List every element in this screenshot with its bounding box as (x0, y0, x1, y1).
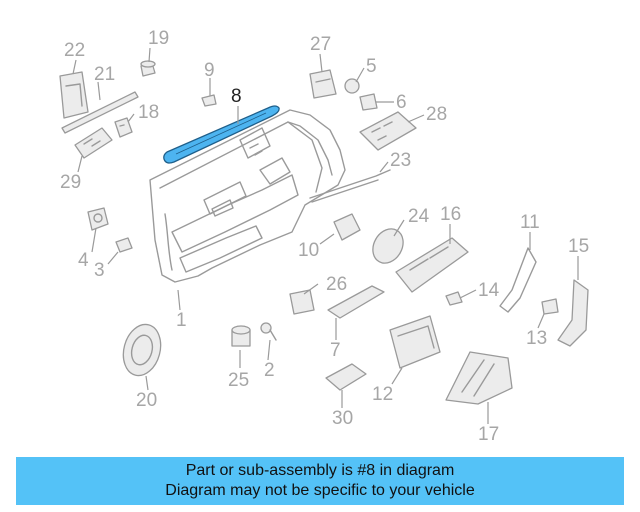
armrest-panel-part-16 (395, 237, 469, 293)
callout-12: 12 (372, 384, 393, 405)
callout-30: 30 (332, 408, 353, 429)
fastener-part-4 (87, 207, 109, 231)
callout-11: 11 (520, 212, 540, 233)
handle-cup-part-30 (325, 363, 367, 391)
banner-line-1: Part or sub-assembly is #8 in diagram (185, 462, 455, 479)
callout-9: 9 (204, 60, 215, 81)
callout-7: 7 (330, 340, 341, 361)
callout-19: 19 (148, 28, 169, 49)
trim-strip-part-21 (61, 91, 139, 134)
switch-part-27 (309, 69, 337, 99)
switch-panel-part-29 (74, 127, 113, 159)
part-5 (344, 78, 360, 94)
fastener-part-3 (115, 237, 133, 253)
callout-6: 6 (396, 92, 407, 113)
part-14 (445, 291, 463, 306)
banner-line-2: Diagram may not be specific to your vehi… (165, 482, 475, 499)
info-banner: Part or sub-assembly is #8 in diagram Di… (16, 457, 624, 505)
callout-16: 16 (440, 204, 461, 225)
belt-weatherstrip-part-8 (163, 105, 280, 164)
callout-10: 10 (298, 240, 319, 261)
callout-29: 29 (60, 172, 81, 193)
callout-20: 20 (136, 390, 157, 411)
part-10 (333, 213, 361, 241)
callout-22: 22 (64, 40, 85, 61)
window-switch-part-28 (359, 111, 417, 151)
pull-handle-part-15 (557, 279, 589, 347)
bin-part-12 (389, 315, 441, 369)
part-26 (289, 289, 315, 315)
callout-labels: 22 19 21 9 8 27 5 6 18 28 29 23 24 16 11… (60, 28, 589, 445)
handle-part-7 (327, 285, 385, 319)
callout-26: 26 (326, 274, 347, 295)
callout-28: 28 (426, 104, 447, 125)
callout-21: 21 (94, 64, 115, 85)
callout-27: 27 (310, 34, 331, 55)
callout-18: 18 (138, 102, 159, 123)
handle-part-11 (499, 247, 537, 313)
callout-1: 1 (176, 310, 187, 331)
callout-5: 5 (366, 56, 377, 77)
clip-part-9 (201, 94, 217, 107)
part-6 (359, 93, 378, 111)
callout-4: 4 (78, 250, 89, 271)
callout-25: 25 (228, 370, 249, 391)
callout-15: 15 (568, 236, 589, 257)
speaker-part-20 (122, 323, 162, 377)
rod-part-23 (309, 169, 391, 203)
callout-2: 2 (264, 360, 275, 381)
callout-14: 14 (478, 280, 500, 301)
clip-part-19 (140, 60, 156, 77)
callout-3: 3 (94, 260, 105, 281)
screw-part-2 (260, 322, 277, 341)
callout-8: 8 (231, 86, 242, 107)
bracket-part-18 (114, 117, 133, 138)
cover-part-24 (372, 228, 404, 264)
part-13 (541, 298, 559, 315)
door-trim-panel (149, 109, 346, 283)
callout-17: 17 (478, 424, 499, 445)
callout-13: 13 (526, 328, 547, 349)
callout-23: 23 (390, 150, 411, 171)
part-25 (231, 325, 251, 347)
mirror-trim-part-22 (59, 71, 89, 119)
callout-24: 24 (408, 206, 430, 227)
leader-lines (72, 47, 579, 424)
map-pocket-part-17 (445, 351, 513, 405)
